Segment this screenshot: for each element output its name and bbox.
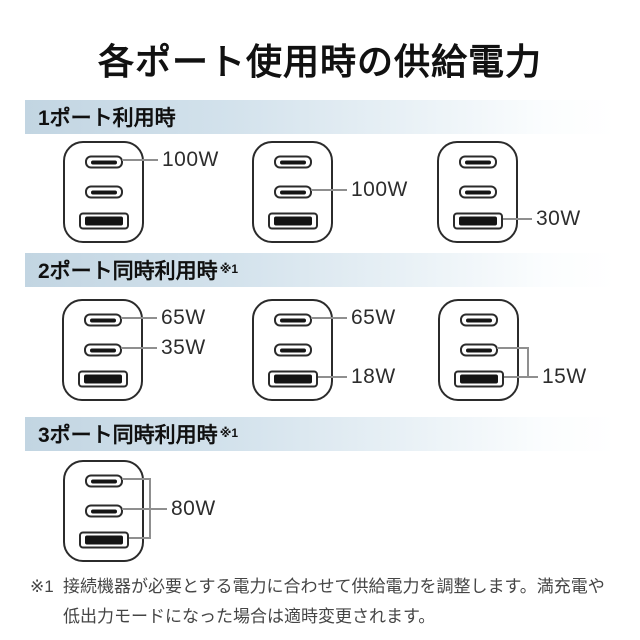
charger-diagram <box>437 141 518 243</box>
port-pin <box>459 374 498 384</box>
watt-label: 18W <box>351 365 396 388</box>
callout-line <box>122 478 151 480</box>
port-pin <box>90 509 117 513</box>
footnote-line-2: 低出力モードになった場合は適時変更されます。 <box>63 607 436 626</box>
usb-a-port-icon <box>452 212 503 230</box>
callout-line <box>497 347 529 349</box>
callout-line <box>318 376 347 378</box>
port-pin <box>464 160 491 164</box>
usb-a-port-icon <box>267 370 318 388</box>
footnote: ※1 接続機器が必要とする電力に合わせて供給電力を調整します。満充電や 低出力モ… <box>30 572 616 632</box>
watt-label: 15W <box>542 365 587 388</box>
port-pin <box>83 374 122 384</box>
usb-c-port-icon <box>83 313 122 327</box>
callout-line <box>129 537 151 539</box>
charger-diagram <box>63 460 144 562</box>
usb-a-port-icon <box>267 212 318 230</box>
section-header-1-port: 1ポート利用時 <box>25 100 616 134</box>
usb-c-port-icon <box>458 155 497 169</box>
port-pin <box>465 348 492 352</box>
section-header-label: 1ポート利用時 <box>38 107 176 130</box>
port-pin <box>90 479 117 483</box>
port-pin <box>84 535 123 545</box>
section-header-3-ports: 3ポート同時利用時※1 <box>25 417 616 451</box>
callout-line <box>311 189 347 191</box>
charger-diagram <box>252 141 333 243</box>
charger-diagram <box>252 299 333 401</box>
usb-c-port-icon <box>273 185 312 199</box>
callout-line <box>311 317 347 319</box>
watt-label: 65W <box>161 306 206 329</box>
footnote-text: 接続機器が必要とする電力に合わせて供給電力を調整します。満充電や 低出力モードに… <box>63 572 605 632</box>
port-pin <box>465 318 492 322</box>
footnote-marker: ※1 <box>30 577 54 596</box>
section-header-label: 2ポート同時利用時 <box>38 260 218 283</box>
usb-c-port-icon <box>459 343 498 357</box>
port-pin <box>89 348 116 352</box>
port-pin <box>279 190 306 194</box>
usb-a-port-icon <box>453 370 504 388</box>
footnote-ref: ※1 <box>219 426 239 440</box>
usb-c-port-icon <box>459 313 498 327</box>
watt-label: 35W <box>161 336 206 359</box>
port-pin <box>464 190 491 194</box>
usb-c-port-icon <box>273 155 312 169</box>
charger-diagram <box>438 299 519 401</box>
footnote-line-1: 接続機器が必要とする電力に合わせて供給電力を調整します。満充電や <box>63 577 605 596</box>
callout-line <box>503 218 532 220</box>
port-pin <box>279 318 306 322</box>
section-header-2-ports: 2ポート同時利用時※1 <box>25 253 616 287</box>
port-pin <box>273 374 312 384</box>
usb-c-port-icon <box>84 504 123 518</box>
port-pin <box>89 318 116 322</box>
watt-label: 65W <box>351 306 396 329</box>
usb-c-port-icon <box>83 343 122 357</box>
usb-c-port-icon <box>84 185 123 199</box>
callout-bracket-line <box>527 347 529 377</box>
usb-a-port-icon <box>77 370 128 388</box>
callout-bracket-line <box>149 478 151 539</box>
port-pin <box>90 160 117 164</box>
charger-diagram <box>63 141 144 243</box>
callout-line <box>121 347 157 349</box>
port-pin <box>279 348 306 352</box>
usb-c-port-icon <box>273 313 312 327</box>
port-pin <box>279 160 306 164</box>
usb-c-port-icon <box>273 343 312 357</box>
usb-a-port-icon <box>78 212 129 230</box>
port-pin <box>90 190 117 194</box>
footnote-ref: ※1 <box>219 262 239 276</box>
usb-c-port-icon <box>84 155 123 169</box>
callout-line <box>122 508 167 510</box>
watt-label: 80W <box>171 497 216 520</box>
watt-label: 100W <box>162 148 219 171</box>
port-pin <box>84 216 123 226</box>
page-title: 各ポート使用時の供給電力 <box>97 41 542 82</box>
usb-c-port-icon <box>458 185 497 199</box>
callout-line <box>121 317 157 319</box>
charger-diagram <box>62 299 143 401</box>
port-pin <box>273 216 312 226</box>
callout-line <box>504 376 538 378</box>
section-header-label: 3ポート同時利用時 <box>38 424 218 447</box>
watt-label: 30W <box>536 207 581 230</box>
callout-line <box>122 159 158 161</box>
watt-label: 100W <box>351 178 408 201</box>
port-pin <box>458 216 497 226</box>
usb-c-port-icon <box>84 474 123 488</box>
usb-a-port-icon <box>78 531 129 549</box>
